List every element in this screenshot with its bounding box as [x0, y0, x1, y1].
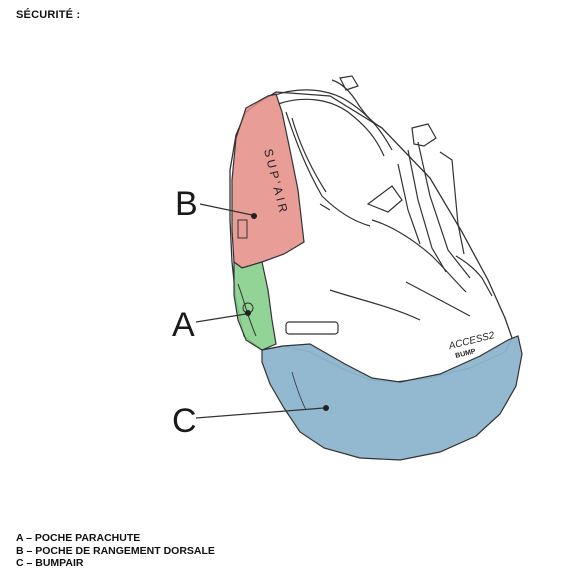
legend: A – POCHE PARACHUTE B – POCHE DE RANGEME…: [16, 532, 215, 570]
callout-a-leader: [195, 313, 247, 323]
harness-straps: [271, 75, 493, 321]
zone-a-parachute-pocket: [233, 260, 277, 351]
callout-c-label: C: [172, 402, 197, 440]
callout-b-label: B: [175, 185, 198, 223]
legend-item-b: B – POCHE DE RANGEMENT DORSALE: [16, 544, 215, 557]
page-title: SÉCURITÉ :: [16, 9, 81, 21]
legend-item-c: C – BUMPAIR: [16, 557, 84, 569]
callout-a-label: A: [172, 306, 195, 344]
callout-c-leader: [195, 407, 325, 419]
model-sub-text: BUMP: [455, 348, 477, 360]
legend-item-a: A – POCHE PARACHUTE: [16, 532, 141, 544]
zone-b-dorsal-pocket: [231, 93, 305, 269]
zone-c-bumpair: [261, 335, 523, 461]
callout-b-leader: [199, 203, 253, 216]
parachute-handle: [285, 321, 339, 335]
